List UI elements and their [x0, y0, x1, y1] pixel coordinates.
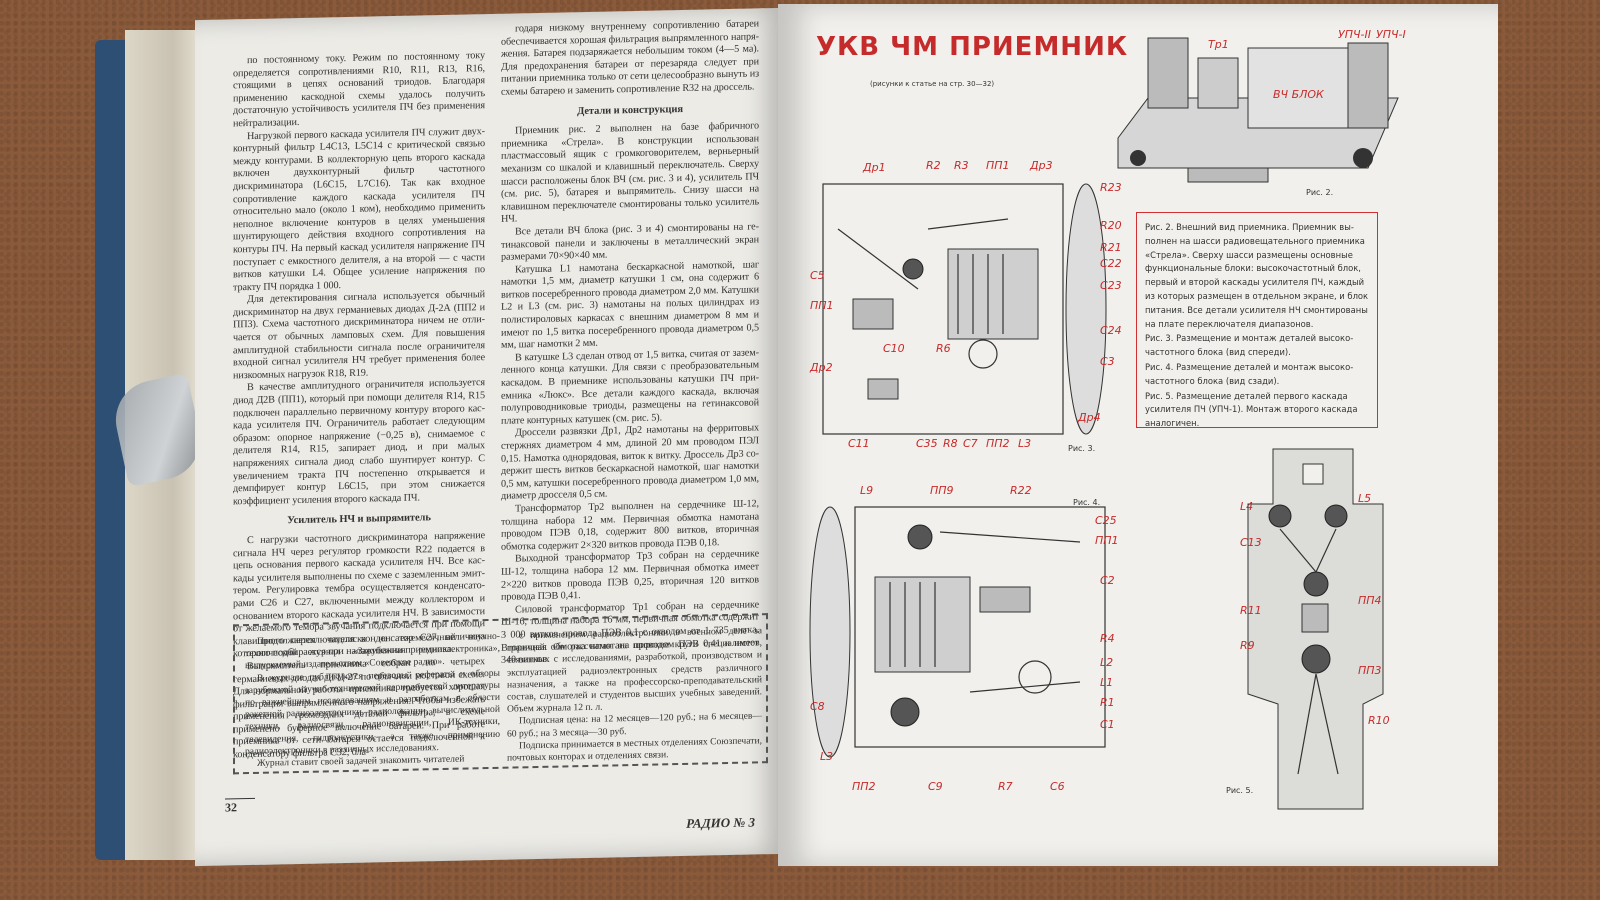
svg-text:R3: R3 [954, 159, 969, 172]
paragraph: Приемник рис. 2 выполнен на базе фабричн… [501, 120, 759, 226]
svg-text:ПП4: ПП4 [1358, 594, 1382, 607]
paragraph: годаря низкому внутреннему сопротивлению… [501, 18, 759, 98]
svg-text:L3: L3 [1018, 437, 1031, 450]
svg-text:C11: C11 [848, 437, 870, 450]
svg-text:R8: R8 [943, 437, 958, 450]
svg-text:ПП9: ПП9 [930, 484, 954, 497]
svg-text:Др2: Др2 [809, 361, 833, 374]
figure-3-label: Рис. 3. [1068, 444, 1096, 453]
ad-column-1: Продолжается подписка на ежемесячный нау… [245, 631, 500, 771]
svg-text:R2: R2 [926, 159, 941, 172]
svg-text:C22: C22 [1100, 257, 1122, 270]
svg-text:C10: C10 [883, 342, 905, 355]
paragraph: В журнале публикуются переводы, рефераты… [245, 667, 500, 757]
svg-text:L2: L2 [1100, 656, 1113, 669]
left-column-2: годаря низкому внутреннему сопротивлению… [501, 18, 759, 667]
fig4-labels: L9 ПП9 R22 C25 ПП1 C2 R4 L2 L1 R1 C1 C8 … [810, 484, 1119, 793]
svg-text:R11: R11 [1240, 604, 1262, 617]
paragraph: Подписка принимается в местных отделения… [507, 735, 762, 764]
svg-text:C23: C23 [1100, 279, 1122, 292]
svg-text:C1: C1 [1100, 718, 1115, 731]
paragraph: Все детали ВЧ блока (рис. 3 и 4) смонтир… [501, 221, 759, 263]
svg-text:R20: R20 [1100, 219, 1122, 232]
paragraph: Нагрузкой первого каскада усилителя ПЧ с… [233, 125, 485, 294]
svg-text:R10: R10 [1368, 714, 1390, 727]
paragraph: Катушка L1 намотана бескаркасной намотко… [501, 259, 759, 352]
svg-text:ПП2: ПП2 [986, 437, 1010, 450]
svg-text:R7: R7 [998, 780, 1013, 793]
svg-text:C5: C5 [810, 269, 825, 282]
ad-column-2: с применением радиоэлектроники в военном… [507, 625, 762, 765]
fig5-labels: L4 L5 C13 ПП4 R11 R9 ПП3 R10 [1240, 492, 1390, 727]
figure-2-label: Рис. 2. [1306, 188, 1334, 197]
fig2-label-upch2: УПЧ-II [1338, 28, 1371, 41]
journal-footer: РАДИО № 3 [686, 814, 755, 831]
svg-text:ПП3: ПП3 [1358, 664, 1382, 677]
svg-text:C3: C3 [1100, 355, 1115, 368]
caption-fig3: Рис. 3. Размещение и монтаж деталей высо… [1145, 333, 1354, 358]
figure-3-hf-block-front: Др1 R2 R3 ПП1 Др3 R23 C5 ПП1 R20 R21 C22… [809, 159, 1122, 450]
svg-text:C2: C2 [1100, 574, 1115, 587]
svg-text:R9: R9 [1240, 639, 1255, 652]
figure-4-hf-block-back: L9 ПП9 R22 C25 ПП1 C2 R4 L2 L1 R1 C1 C8 … [809, 484, 1119, 793]
paragraph: по постоянному току. Режим по постоянном… [233, 50, 485, 130]
fig3-labels: Др1 R2 R3 ПП1 Др3 R23 C5 ПП1 R20 R21 C22… [809, 159, 1122, 450]
paragraph: В катушке L3 сделан отвод от 1,5 витка, … [501, 347, 759, 427]
paragraph: с применением радиоэлектроники в военном… [507, 625, 762, 715]
figure-2-receiver-exterior: Тр1 УПЧ-II УПЧ-I ВЧ БЛОК [1117, 28, 1406, 183]
section-heading: Усилитель НЧ и выпрямитель [287, 512, 431, 527]
caption-fig2: Рис. 2. Внешний вид приемника. Приемник … [1145, 222, 1369, 329]
svg-text:R22: R22 [1010, 484, 1032, 497]
svg-text:L1: L1 [1100, 676, 1113, 689]
paragraph: Продолжается подписка на ежемесячный нау… [245, 630, 500, 672]
svg-text:R21: R21 [1100, 241, 1122, 254]
svg-text:R23: R23 [1100, 181, 1122, 194]
page-subtitle: (рисунки к статье на стр. 30—32) [870, 80, 995, 88]
page-title: УКВ ЧМ ПРИЕМНИК [816, 32, 1129, 62]
svg-text:L4: L4 [1240, 500, 1253, 513]
svg-text:C6: C6 [1050, 780, 1065, 793]
svg-text:R1: R1 [1100, 696, 1115, 709]
fig2-label-upch1: УПЧ-I [1376, 28, 1406, 41]
fig2-label-tr: Тр1 [1208, 38, 1229, 51]
paragraph: Трансформатор Тр2 выполнен на сердечнике… [501, 498, 759, 553]
paragraph: Выходной трансформатор Тр3 собран на сер… [501, 548, 759, 603]
svg-text:Др1: Др1 [862, 161, 886, 174]
figure-4-label: Рис. 4. [1073, 498, 1101, 507]
svg-text:ПП1: ПП1 [810, 299, 834, 312]
figure-captions-box: Рис. 2. Внешний вид приемника. Приемник … [1136, 212, 1378, 428]
svg-text:R4: R4 [1100, 632, 1115, 645]
right-page: УКВ ЧМ ПРИЕМНИК (рисунки к статье на стр… [778, 4, 1498, 866]
fig2-label-vch: ВЧ БЛОК [1273, 88, 1325, 101]
svg-text:ПП2: ПП2 [852, 780, 876, 793]
svg-text:Др3: Др3 [1029, 159, 1053, 172]
left-page: по постоянному току. Режим по постоянном… [195, 7, 785, 867]
figure-5-label: Рис. 5. [1226, 786, 1254, 795]
svg-text:C24: C24 [1100, 324, 1122, 337]
svg-text:L3: L3 [820, 750, 833, 763]
svg-text:C8: C8 [810, 700, 825, 713]
paragraph: Дроссели развязки Др1, Др2 намотаны на ф… [501, 422, 759, 503]
section-heading: Детали и конструкция [577, 103, 683, 117]
svg-text:C9: C9 [928, 780, 943, 793]
svg-text:Др4: Др4 [1077, 411, 1101, 424]
svg-text:C7: C7 [963, 437, 978, 450]
svg-text:ПП1: ПП1 [1095, 534, 1119, 547]
paragraph: Для детектирования сигнала используется … [233, 289, 485, 382]
caption-fig4: Рис. 4. Размещение деталей и монтаж высо… [1145, 361, 1354, 386]
svg-text:C13: C13 [1240, 536, 1262, 549]
caption-fig5: Рис. 5. Размещение деталей первого каска… [1145, 390, 1358, 429]
svg-text:R6: R6 [936, 342, 951, 355]
page-number-rule [225, 797, 255, 800]
svg-text:C35: C35 [916, 437, 938, 450]
svg-text:L9: L9 [860, 484, 873, 497]
svg-text:ПП1: ПП1 [986, 159, 1010, 172]
figure-5-if-amp-board: L4 L5 C13 ПП4 R11 R9 ПП3 R10 [1240, 448, 1390, 810]
svg-text:C25: C25 [1095, 514, 1117, 527]
page-number: 32 [225, 800, 237, 815]
svg-text:L5: L5 [1358, 492, 1371, 505]
subscription-ad-box: Продолжается подписка на ежемесячный нау… [233, 613, 768, 775]
paragraph: В качестве амплитудного ограничителя исп… [233, 377, 485, 508]
